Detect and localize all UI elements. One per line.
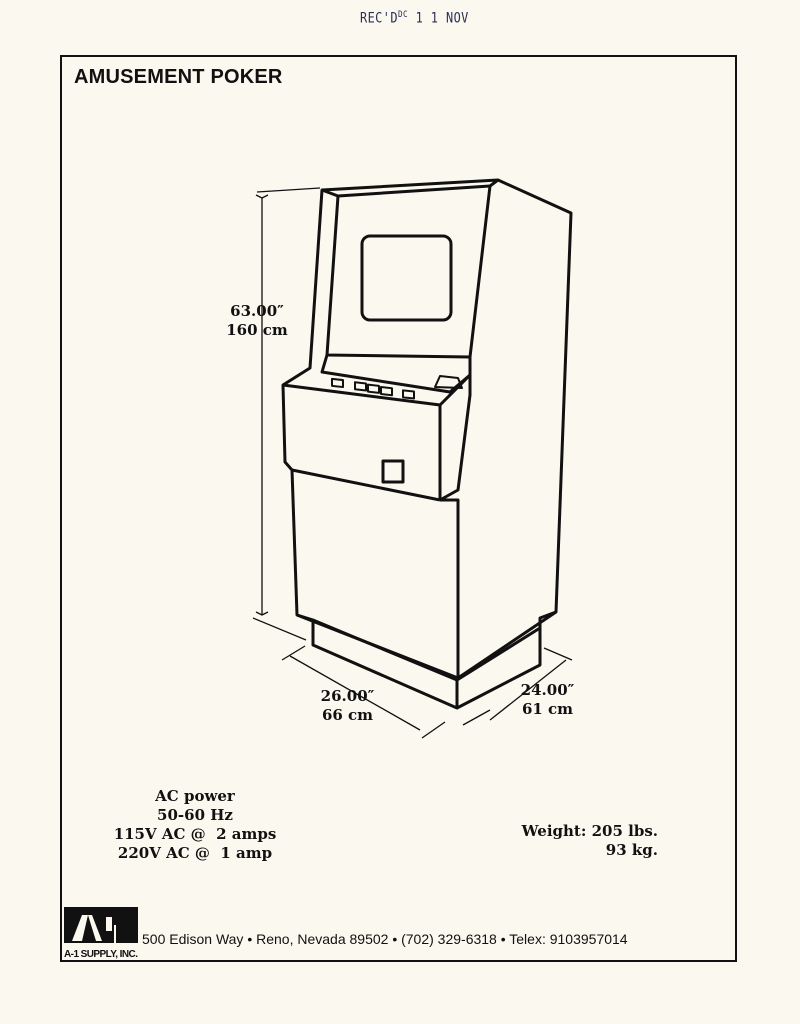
depth-inches: 24.00″	[520, 681, 575, 699]
received-stamp: REC'DDC 1 1 NOV	[360, 10, 469, 27]
depth-cm: 61 cm	[521, 700, 574, 718]
depth-dimension: 24.00″ 61 cm	[510, 681, 585, 719]
page-frame	[60, 55, 737, 962]
dimension-lines	[252, 187, 573, 739]
power-line: AC power	[155, 787, 235, 805]
logo-mark-icon: A-1 SUPPLY, INC.	[64, 907, 138, 960]
stamp-date: 1 1 NOV	[415, 10, 469, 27]
width-dimension: 26.00″ 66 cm	[310, 687, 385, 725]
a1-supply-logo: A-1 SUPPLY, INC.	[62, 905, 140, 960]
power-specs: AC power 50-60 Hz 115V AC @ 2 amps 220V …	[100, 787, 290, 863]
height-inches: 63.00″	[230, 302, 284, 320]
width-cm: 66 cm	[321, 706, 374, 724]
power-line: 50-60 Hz	[157, 806, 233, 824]
height-dimension: 63.00″ 160 cm	[222, 302, 292, 340]
company-address: 500 Edison Way • Reno, Nevada 89502 • (7…	[142, 931, 628, 947]
power-line: 220V AC @ 1 amp	[117, 844, 273, 862]
stamp-sup: DC	[397, 10, 409, 20]
cabinet-outline	[281, 178, 573, 710]
page-title: AMUSEMENT POKER	[74, 66, 283, 88]
control-buttons	[331, 375, 463, 400]
power-line: 115V AC @ 2 amps	[113, 825, 277, 843]
weight-lbs: Weight: 205 lbs.	[521, 822, 658, 840]
weight-specs: Weight: 205 lbs. 93 kg.	[500, 822, 658, 860]
stamp-text: REC'D	[360, 10, 398, 27]
svg-text:A-1 SUPPLY, INC.: A-1 SUPPLY, INC.	[64, 949, 138, 960]
weight-kg: 93 kg.	[605, 841, 658, 859]
width-inches: 26.00″	[320, 687, 375, 705]
height-cm: 160 cm	[226, 321, 288, 339]
